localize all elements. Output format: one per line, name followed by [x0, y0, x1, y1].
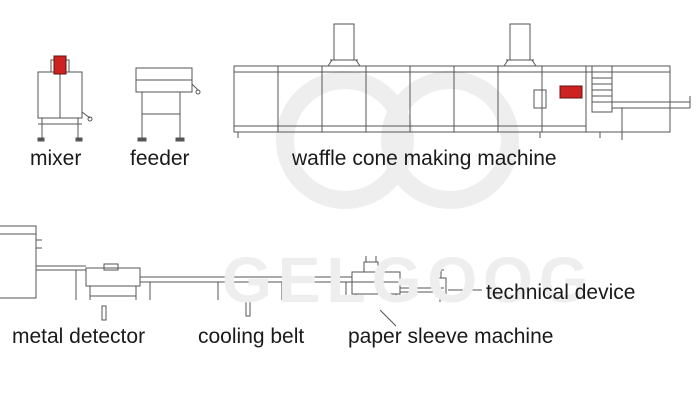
feeder-machine: [135, 67, 201, 142]
cooling-belt-machine: [140, 276, 352, 317]
label-feeder: feeder: [130, 147, 190, 170]
watermark-text: GELGOOG: [222, 244, 595, 316]
watermark-logo: [276, 71, 519, 209]
label-paper-sleeve-machine: paper sleeve machine: [348, 325, 554, 348]
upstream-machine: [0, 225, 86, 300]
label-cooling-belt: cooling belt: [198, 325, 305, 348]
label-mixer: mixer: [30, 147, 82, 170]
metal-detector-machine: [85, 263, 141, 321]
waffle-cone-machine: [233, 23, 691, 140]
technical-device-machine: [435, 269, 482, 302]
label-technical-device: technical device: [486, 281, 636, 304]
label-waffle-cone-machine: waffle cone making machine: [292, 147, 557, 170]
mixer-machine: [37, 55, 93, 142]
label-metal-detector: metal detector: [12, 325, 146, 348]
paper-sleeve-machine: [351, 256, 444, 327]
